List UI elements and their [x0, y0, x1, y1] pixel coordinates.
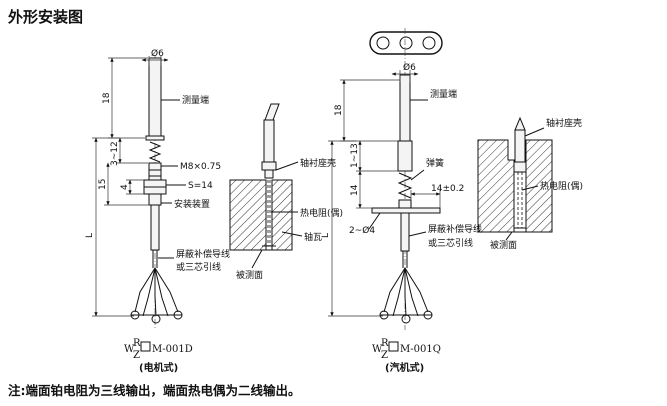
right-sensor: [369, 28, 443, 330]
left-dim-spring: 3~12: [110, 141, 120, 166]
right-detail-surface: 被测面: [490, 239, 517, 251]
left-detail-sensor: 热电阻(偶): [300, 207, 343, 219]
page-title: 外形安装图: [8, 8, 84, 26]
left-label-wrench: S=14: [188, 181, 213, 191]
right-label-lead2: 或三芯引线: [428, 237, 473, 249]
right-model-code: W R Z M-001Q (汽机式): [372, 338, 441, 374]
right-detail-shell: 轴衬座壳: [546, 117, 582, 129]
right-dim-len14: 14: [350, 184, 360, 196]
left-caption: (电机式): [139, 361, 178, 374]
left-model-code: W R Z M-001D (电机式): [124, 338, 193, 374]
left-dim-total: L: [85, 233, 95, 238]
right-model-w: W: [372, 344, 383, 355]
right-dimensions: Ø6 18 1~13 14 14±0.2 2~Ø4 L: [321, 62, 464, 317]
left-model-w: W: [124, 344, 135, 355]
right-model-r: R: [381, 338, 389, 349]
left-detail-shell: 轴衬座壳: [300, 157, 336, 169]
left-sensor: [130, 55, 183, 330]
right-dim-holes: 2~Ø4: [349, 225, 375, 236]
left-detail: 轴衬座壳 热电阻(偶) 轴瓦 被测面: [229, 103, 343, 281]
right-caption: (汽机式): [385, 361, 424, 374]
right-dim-top: 18: [334, 104, 344, 116]
left-label-mount: 安装装置: [174, 198, 210, 210]
footnote: 注:端面铂电阻为三线输出，端面热电偶为二线输出。: [8, 383, 301, 398]
left-label-thread: M8×0.75: [180, 162, 221, 172]
left-label-lead2: 或三芯引线: [176, 261, 221, 273]
left-model-z: Z: [133, 350, 140, 361]
left-label-probe: 测量端: [182, 94, 209, 106]
left-dim-across: 4: [120, 184, 130, 190]
left-model-r: R: [133, 338, 141, 349]
left-detail-bush: 轴瓦: [304, 231, 322, 243]
left-label-lead1: 屏蔽补偿导线: [176, 248, 230, 260]
right-dim-diameter: Ø6: [403, 62, 416, 73]
left-labels: 测量端 M8×0.75 S=14 安装装置 屏蔽补偿导线 或三芯引线: [158, 94, 230, 273]
left-detail-surface: 被测面: [236, 269, 263, 281]
right-dim-total: L: [321, 233, 331, 238]
right-dim-flange: 14±0.2: [431, 184, 464, 194]
left-dim-top: 18: [102, 92, 112, 104]
right-model-rest: M-001Q: [400, 344, 441, 355]
left-dim-diameter: Ø6: [151, 48, 164, 59]
right-label-probe: 测量端: [430, 88, 457, 100]
left-dimensions: Ø6 18 3~12 15 4 L: [85, 48, 169, 317]
left-dim-thread-len: 15: [98, 179, 108, 190]
right-label-lead1: 屏蔽补偿导线: [428, 223, 482, 235]
right-dim-spring: 1~13: [350, 143, 360, 168]
right-labels: 测量端 弹簧 屏蔽补偿导线 或三芯引线: [408, 88, 482, 249]
left-model-rest: M-001D: [152, 344, 193, 355]
right-detail: 轴衬座壳 热电阻(偶) 被测面: [477, 116, 583, 251]
right-label-spring: 弹簧: [426, 157, 444, 169]
right-detail-sensor: 热电阻(偶): [540, 180, 583, 192]
right-model-z: Z: [381, 350, 388, 361]
